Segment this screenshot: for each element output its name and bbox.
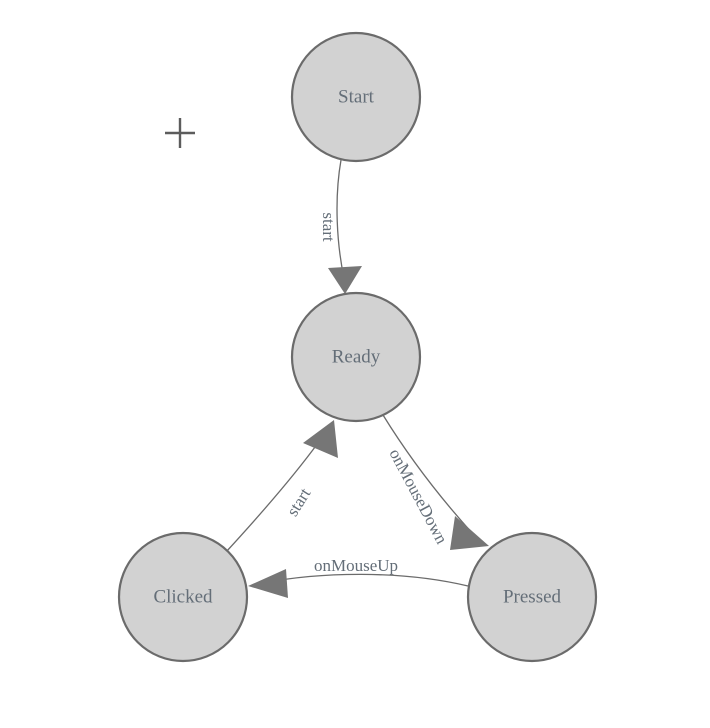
node-start-label: Start	[338, 86, 375, 107]
plus-icon[interactable]	[165, 118, 195, 148]
nodes-layer: Start Ready Clicked Pressed	[117, 31, 598, 663]
edge-pressed-to-clicked-path[interactable]	[262, 573, 469, 587]
node-pressed-label: Pressed	[503, 586, 562, 607]
edge-clicked-to-ready-path[interactable]	[225, 442, 319, 553]
node-clicked-circle[interactable]	[117, 531, 249, 663]
node-pressed-circle[interactable]	[466, 531, 598, 663]
edge-label-start-to-ready: start	[319, 212, 338, 242]
edge-clicked-to-ready[interactable]	[225, 420, 338, 553]
edge-ready-to-pressed-path[interactable]	[382, 414, 474, 535]
node-pressed[interactable]: Pressed	[466, 531, 598, 663]
node-start-circle[interactable]	[290, 31, 422, 163]
edge-start-to-ready-arrowhead	[328, 266, 362, 294]
edge-start-to-ready[interactable]	[328, 159, 362, 294]
edges-layer	[225, 159, 489, 598]
node-ready-label: Ready	[332, 346, 381, 367]
edge-pressed-to-clicked-arrowhead	[248, 569, 288, 598]
edge-label-pressed-to-clicked: onMouseUp	[314, 556, 398, 575]
edge-start-to-ready-path[interactable]	[336, 159, 345, 279]
node-clicked-label: Clicked	[153, 586, 213, 607]
node-clicked[interactable]: Clicked	[117, 531, 249, 663]
edge-pressed-to-clicked[interactable]	[248, 569, 469, 598]
node-ready-circle[interactable]	[290, 291, 422, 423]
edge-label-clicked-to-ready: start	[283, 484, 315, 519]
edge-ready-to-pressed[interactable]	[382, 414, 489, 550]
node-ready[interactable]: Ready	[290, 291, 422, 423]
edge-ready-to-pressed-arrowhead	[450, 516, 489, 550]
node-start[interactable]: Start	[290, 31, 422, 163]
edge-clicked-to-ready-arrowhead	[303, 420, 338, 458]
